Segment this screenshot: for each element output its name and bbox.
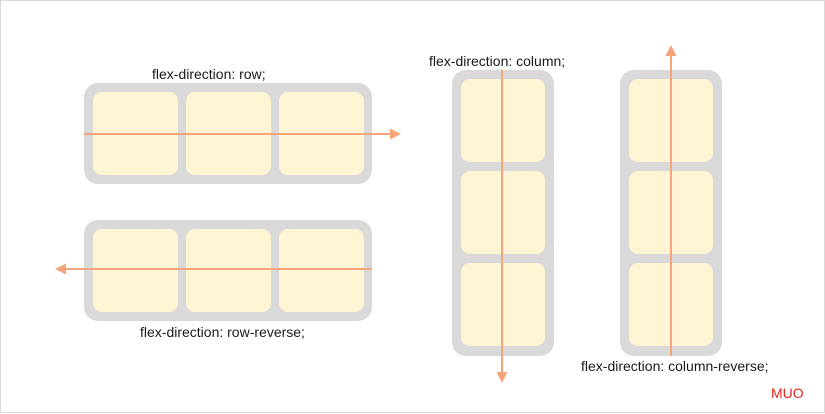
column-reverse-arrowhead-up [665,45,677,56]
row-reverse-item-2 [186,229,271,312]
row-reverse-arrowhead-left [55,263,66,275]
row-arrowhead-right [390,128,401,140]
column-example [452,70,554,383]
row-example [84,83,401,184]
label-row: flex-direction: row; [152,66,266,82]
row-reverse-example [55,220,372,321]
row-reverse-item-3 [279,229,364,312]
column-arrowhead-down [496,372,508,383]
label-row-reverse: flex-direction: row-reverse; [140,324,305,340]
label-column: flex-direction: column; [429,53,566,69]
column-reverse-example [620,45,722,356]
label-column-reverse: flex-direction: column-reverse; [581,358,769,374]
muo-watermark: MUO [771,385,804,401]
row-reverse-item-1 [93,229,178,312]
